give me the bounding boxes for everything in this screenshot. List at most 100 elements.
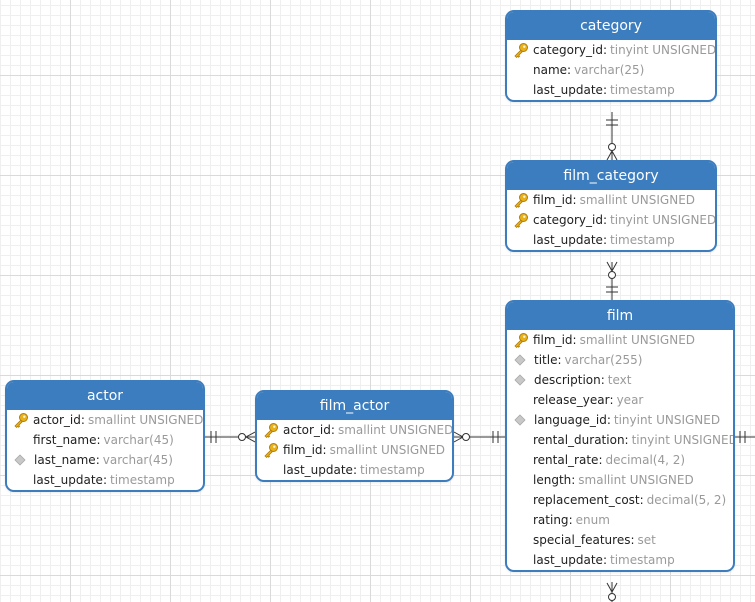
column-row[interactable]: last_name:varchar(45) bbox=[13, 450, 197, 470]
column-name: last_update bbox=[533, 233, 603, 247]
blank-icon bbox=[513, 430, 533, 450]
blank-icon bbox=[513, 470, 533, 490]
column-separator: : bbox=[322, 443, 327, 457]
column-row[interactable]: film_id:smallint UNSIGNED bbox=[513, 190, 709, 210]
many-mark bbox=[606, 149, 618, 161]
blank-icon bbox=[13, 470, 33, 490]
index-diamond-icon bbox=[513, 350, 534, 370]
column-type: timestamp bbox=[609, 553, 675, 567]
many-mark bbox=[606, 582, 618, 594]
column-row[interactable]: last_update:timestamp bbox=[513, 550, 727, 570]
column-separator: : bbox=[557, 353, 562, 367]
column-row[interactable]: rating:enum bbox=[513, 510, 727, 530]
column-row[interactable]: actor_id:smallint UNSIGNED bbox=[263, 420, 452, 440]
column-row[interactable]: last_update:timestamp bbox=[263, 460, 446, 480]
column-row[interactable]: name:varchar(25) bbox=[513, 60, 709, 80]
column-separator: : bbox=[639, 493, 644, 507]
column-type: smallint UNSIGNED bbox=[578, 473, 694, 487]
blank-icon bbox=[513, 60, 533, 80]
column-row[interactable]: last_update:timestamp bbox=[513, 230, 709, 250]
column-type: tinyint UNSIGNED bbox=[631, 433, 735, 447]
primary-key-icon bbox=[513, 330, 533, 350]
column-separator: : bbox=[602, 233, 607, 247]
column-separator: : bbox=[600, 373, 605, 387]
column-name: last_update bbox=[283, 463, 353, 477]
column-row[interactable]: actor_id:smallint UNSIGNED bbox=[13, 410, 203, 430]
column-row[interactable]: last_update:timestamp bbox=[13, 470, 197, 490]
column-row[interactable]: rental_rate:decimal(4, 2) bbox=[513, 450, 727, 470]
column-row[interactable]: last_update:timestamp bbox=[513, 80, 709, 100]
column-name: actor_id bbox=[283, 423, 331, 437]
column-separator: : bbox=[606, 413, 611, 427]
column-type: decimal(4, 2) bbox=[605, 453, 686, 467]
column-row[interactable]: replacement_cost:decimal(5, 2) bbox=[513, 490, 727, 510]
column-name: rating bbox=[533, 513, 569, 527]
column-name: language_id bbox=[534, 413, 607, 427]
column-row[interactable]: film_id:smallint UNSIGNED bbox=[513, 330, 727, 350]
column-separator: : bbox=[352, 463, 357, 477]
column-name: rental_duration bbox=[533, 433, 625, 447]
blank-icon bbox=[513, 80, 533, 100]
column-type: timestamp bbox=[109, 473, 175, 487]
primary-key-icon bbox=[513, 210, 533, 230]
column-type: text bbox=[607, 373, 632, 387]
blank-icon bbox=[513, 230, 533, 250]
column-row[interactable]: title:varchar(255) bbox=[513, 350, 727, 370]
column-type: timestamp bbox=[609, 233, 675, 247]
many-mark bbox=[244, 431, 256, 443]
primary-key-icon bbox=[13, 410, 33, 430]
primary-key-icon bbox=[513, 40, 533, 60]
blank-icon bbox=[263, 460, 283, 480]
column-row[interactable]: first_name:varchar(45) bbox=[13, 430, 197, 450]
column-type: smallint UNSIGNED bbox=[579, 193, 696, 207]
zero-mark bbox=[238, 433, 246, 441]
many-mark bbox=[606, 261, 618, 273]
table-title[interactable]: film_category bbox=[507, 162, 715, 190]
column-separator: : bbox=[602, 83, 607, 97]
column-row[interactable]: film_id:smallint UNSIGNED bbox=[263, 440, 446, 460]
column-type: varchar(45) bbox=[103, 433, 174, 447]
column-row[interactable]: category_id:tinyint UNSIGNED bbox=[513, 210, 715, 230]
column-name: rental_rate bbox=[533, 453, 599, 467]
column-separator: : bbox=[102, 473, 107, 487]
index-diamond-icon bbox=[513, 410, 534, 430]
column-row[interactable]: special_features:set bbox=[513, 530, 727, 550]
column-type: set bbox=[637, 533, 656, 547]
zero-mark bbox=[608, 271, 616, 279]
zero-mark bbox=[462, 433, 470, 441]
zero-mark bbox=[608, 143, 616, 151]
column-row[interactable]: description:text bbox=[513, 370, 727, 390]
column-name: title bbox=[534, 353, 558, 367]
table-title[interactable]: actor bbox=[7, 382, 203, 410]
column-type: tinyint UNSIGNED bbox=[613, 413, 721, 427]
column-separator: : bbox=[572, 333, 577, 347]
column-name: last_update bbox=[533, 83, 603, 97]
table-title[interactable]: film_actor bbox=[257, 392, 452, 420]
column-row[interactable]: category_id:tinyint UNSIGNED bbox=[513, 40, 715, 60]
column-row[interactable]: language_id:tinyint UNSIGNED bbox=[513, 410, 727, 430]
column-row[interactable]: length:smallint UNSIGNED bbox=[513, 470, 727, 490]
column-separator: : bbox=[598, 453, 603, 467]
column-type: enum bbox=[575, 513, 610, 527]
table-title[interactable]: film bbox=[507, 302, 733, 330]
primary-key-icon bbox=[513, 190, 533, 210]
column-name: last_update bbox=[33, 473, 103, 487]
column-row[interactable]: rental_duration:tinyint UNSIGNED bbox=[513, 430, 733, 450]
column-separator: : bbox=[624, 433, 629, 447]
table-title[interactable]: category bbox=[507, 12, 715, 40]
column-separator: : bbox=[80, 413, 85, 427]
column-name: first_name bbox=[33, 433, 97, 447]
column-name: description bbox=[534, 373, 601, 387]
column-type: timestamp bbox=[359, 463, 425, 477]
column-separator: : bbox=[630, 533, 635, 547]
index-diamond-icon bbox=[13, 450, 34, 470]
column-separator: : bbox=[602, 553, 607, 567]
column-row[interactable]: release_year:year bbox=[513, 390, 727, 410]
